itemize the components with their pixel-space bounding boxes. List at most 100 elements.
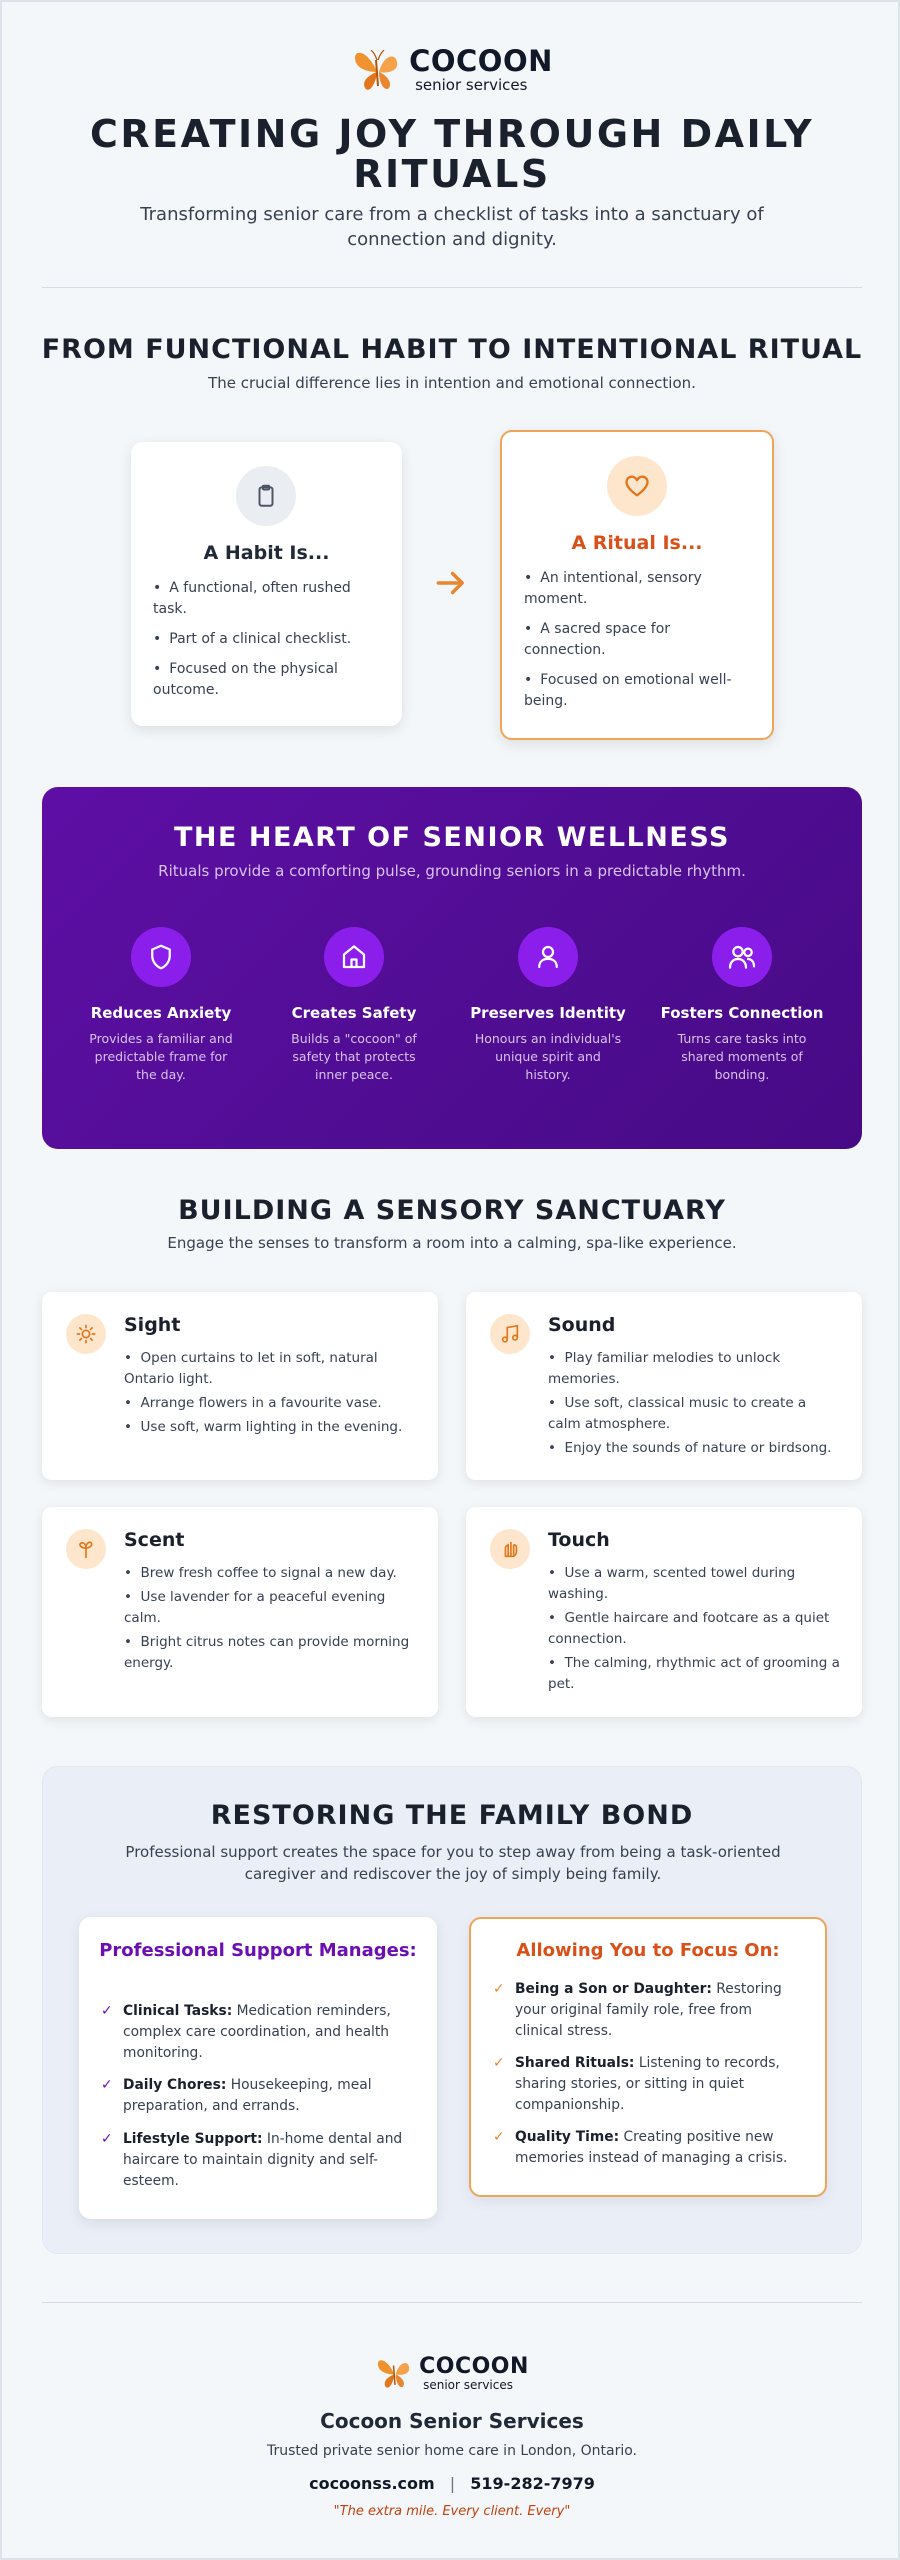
list-item: • Arrange flowers in a favourite vase.	[124, 1395, 382, 1411]
butterfly-logo-icon	[378, 2360, 410, 2388]
list-item: • Use a warm, scented towel during washi…	[548, 1565, 796, 1602]
focus-title: Allowing You to Focus On:	[516, 1940, 780, 1961]
ritual-card: A Ritual Is... •An intentional, sensory …	[500, 430, 774, 740]
list-item: • Brew fresh coffee to signal a new day.	[124, 1565, 397, 1581]
arrow-right-icon	[432, 564, 470, 606]
users-icon	[712, 927, 772, 987]
sense-list: • Play familiar melodies to unlock memor…	[548, 1348, 840, 1462]
sense-list: • Brew fresh coffee to signal a new day.…	[124, 1563, 416, 1677]
habit-card: A Habit Is... •A functional, often rushe…	[131, 442, 402, 726]
heart-icon	[607, 456, 667, 516]
manages-title: Professional Support Manages:	[99, 1940, 417, 1961]
logo-name: COCOON	[419, 2353, 529, 2379]
sense-title: Sight	[124, 1314, 181, 1336]
logo-name: COCOON	[409, 44, 553, 78]
page-subtitle: Transforming senior care from a checklis…	[140, 204, 764, 250]
list-item: •Part of a clinical checklist.	[153, 631, 352, 647]
list-item: • Enjoy the sounds of nature or birdsong…	[548, 1440, 832, 1456]
list-item: ✓ Shared Rituals: Listening to records, …	[493, 2055, 780, 2113]
list-item: • Use lavender for a peaceful evening ca…	[124, 1589, 386, 1626]
manages-box: Professional Support Manages: ✓ Clinical…	[79, 1917, 437, 2219]
list-item: ✓ Clinical Tasks: Medication reminders, …	[101, 2003, 391, 2061]
sensory-subtitle: Engage the senses to transform a room in…	[167, 1234, 737, 1252]
sense-card-touch: Touch • Use a warm, scented towel during…	[466, 1507, 862, 1717]
check-icon: ✓	[101, 2003, 113, 2019]
divider	[42, 287, 862, 288]
family-title: RESTORING THE FAMILY BOND	[210, 1800, 694, 1831]
header-logo[interactable]: COCOON senior services	[2, 42, 900, 98]
list-item: ✓ Daily Chores: Housekeeping, meal prepa…	[101, 2077, 372, 2114]
habit-list: •A functional, often rushed task. •Part …	[153, 578, 382, 710]
home-icon	[324, 927, 384, 987]
list-item: ✓ Lifestyle Support: In-home dental and …	[101, 2131, 403, 2189]
footer-logo[interactable]: COCOON senior services	[2, 2352, 900, 2394]
footer-contact: cocoonss.com | 519-282-7979	[2, 2474, 900, 2493]
list-item: • Gentle haircare and footcare as a quie…	[548, 1610, 830, 1647]
footer-tagline: Trusted private senior home care in Lond…	[267, 2443, 637, 2459]
sense-card-scent: Scent • Brew fresh coffee to signal a ne…	[42, 1507, 438, 1717]
divider	[42, 2302, 862, 2303]
list-item: •A functional, often rushed task.	[153, 580, 351, 617]
ritual-title: A Ritual Is...	[571, 532, 703, 554]
list-item: •Focused on emotional well-being.	[524, 672, 732, 709]
list-item: •A sacred space for connection.	[524, 621, 671, 658]
sense-title: Touch	[548, 1529, 610, 1551]
focus-box: Allowing You to Focus On: ✓ Being a Son …	[469, 1917, 827, 2197]
habit-title: A Habit Is...	[203, 542, 330, 564]
wellness-subtitle: Rituals provide a comforting pulse, grou…	[158, 862, 746, 880]
sense-list: • Use a warm, scented towel during washi…	[548, 1563, 840, 1698]
list-item: • Use soft, classical music to create a …	[548, 1395, 807, 1432]
shield-icon	[131, 927, 191, 987]
family-subtitle: Professional support creates the space f…	[125, 1843, 781, 1883]
check-icon: ✓	[101, 2077, 113, 2093]
wind-icon	[66, 1529, 106, 1569]
pillar-creates-safety: Creates Safety Builds a "cocoon" of safe…	[269, 927, 439, 1084]
list-item: •Focused on the physical outcome.	[153, 661, 338, 698]
logo-subtitle: senior services	[415, 76, 528, 94]
phone-link[interactable]: 519-282-7979	[470, 2474, 595, 2493]
footer-quote: "The extra mile. Every client. Every"	[333, 2504, 571, 2519]
pillar-title: Reduces Anxiety	[90, 1004, 232, 1022]
wellness-panel: THE HEART OF SENIOR WELLNESS Rituals pro…	[42, 787, 862, 1149]
check-icon: ✓	[493, 1981, 505, 1997]
sense-title: Sound	[548, 1314, 616, 1336]
ritual-list: •An intentional, sensory moment. •A sacr…	[524, 568, 752, 721]
user-icon	[518, 927, 578, 987]
list-item: ✓ Quality Time: Creating positive new me…	[493, 2129, 788, 2166]
pillar-title: Preserves Identity	[470, 1004, 626, 1022]
sun-icon	[66, 1314, 106, 1354]
check-icon: ✓	[101, 2131, 113, 2147]
pillar-reduces-anxiety: Reduces Anxiety Provides a familiar and …	[76, 927, 246, 1084]
sensory-title: BUILDING A SENSORY SANCTUARY	[178, 1195, 726, 1226]
hand-icon	[490, 1529, 530, 1569]
sense-card-sound: Sound • Play familiar melodies to unlock…	[466, 1292, 862, 1480]
sense-title: Scent	[124, 1529, 185, 1551]
music-icon	[490, 1314, 530, 1354]
list-item: • Open curtains to let in soft, natural …	[124, 1350, 378, 1387]
sense-list: • Open curtains to let in soft, natural …	[124, 1348, 416, 1441]
pillar-title: Fosters Connection	[660, 1004, 824, 1022]
footer-company-name: Cocoon Senior Services	[320, 2409, 584, 2433]
list-item: • Bright citrus notes can provide mornin…	[124, 1634, 410, 1671]
butterfly-logo-icon	[355, 49, 398, 90]
pillar-preserves-identity: Preserves Identity Honours an individual…	[463, 927, 633, 1084]
website-link[interactable]: cocoonss.com	[309, 2474, 435, 2493]
separator: |	[449, 2474, 456, 2493]
pillar-text: Builds a "cocoon" of safety that protect…	[291, 1031, 417, 1082]
list-item: • Use soft, warm lighting in the evening…	[124, 1419, 403, 1435]
check-icon: ✓	[493, 2055, 505, 2071]
page-title: CREATING JOY THROUGH DAILY RITUALS	[90, 112, 814, 196]
pillar-text: Honours an individual's unique spirit an…	[474, 1031, 622, 1082]
list-item: • The calming, rhythmic act of grooming …	[548, 1655, 840, 1692]
family-panel: RESTORING THE FAMILY BOND Professional s…	[42, 1766, 862, 2254]
habit-ritual-subtitle: The crucial difference lies in intention…	[208, 374, 696, 392]
list-item: • Play familiar melodies to unlock memor…	[548, 1350, 781, 1387]
list-item: •An intentional, sensory moment.	[524, 570, 702, 607]
logo-subtitle: senior services	[423, 2377, 513, 2392]
pillar-text: Turns care tasks into shared moments of …	[677, 1031, 807, 1082]
pillar-fosters-connection: Fosters Connection Turns care tasks into…	[657, 927, 827, 1084]
pillar-text: Provides a familiar and predictable fram…	[89, 1031, 233, 1082]
clipboard-icon	[236, 466, 296, 526]
list-item: ✓ Being a Son or Daughter: Restoring you…	[493, 1981, 782, 2039]
